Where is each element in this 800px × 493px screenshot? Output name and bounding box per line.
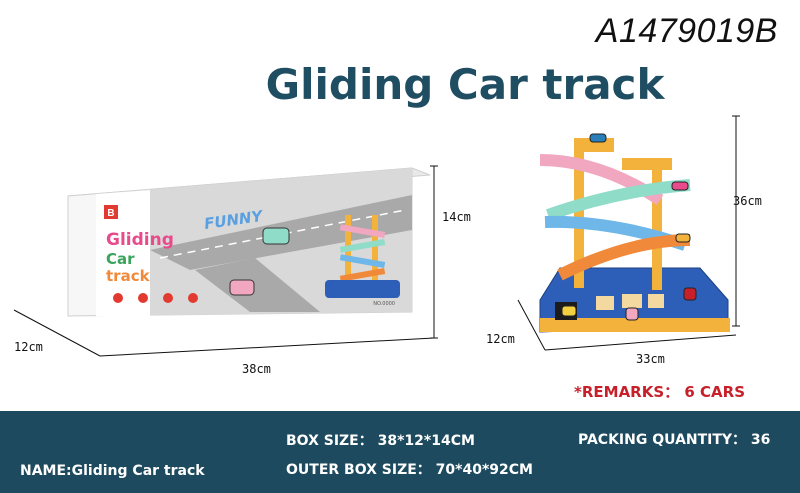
feature-icon <box>138 293 148 303</box>
feature-icon <box>113 293 123 303</box>
dim-label-product-depth: 12cm <box>486 332 515 346</box>
footer-box-size: BOX SIZE： 38*12*14CM <box>286 433 475 449</box>
footer-name: NAME:Gliding Car track <box>20 463 205 479</box>
product-base-trim <box>540 318 730 332</box>
box-car-icon <box>262 227 290 245</box>
box-label-panel <box>96 190 150 316</box>
box-tower <box>372 215 378 285</box>
product-car-icon <box>671 181 689 191</box>
product-car-icon <box>625 307 639 321</box>
dim-line-product-depth <box>517 299 546 351</box>
box-text-line1: Gliding <box>106 230 174 250</box>
product-code: A1479019B <box>595 12 778 50</box>
dim-line-box-depth <box>13 309 101 357</box>
dim-label-box-length: 38cm <box>242 362 271 376</box>
brand-logo <box>104 205 118 219</box>
dim-line-box-length <box>99 337 435 357</box>
brand-letter: B <box>107 208 114 219</box>
product-car-icon <box>683 287 697 301</box>
footer-outer-box-size: OUTER BOX SIZE： 70*40*92CM <box>286 462 533 478</box>
garage-sign <box>622 294 642 308</box>
dim-line-product-length <box>544 334 737 351</box>
product-car-icon <box>675 233 691 243</box>
box-track <box>339 254 386 268</box>
box-text-line2: Car <box>106 250 135 268</box>
page-title: Gliding Car track <box>265 60 665 109</box>
product-tower-left <box>574 138 584 288</box>
box-text-line3: track <box>106 267 151 285</box>
remarks: *REMARKS： 6 CARS <box>574 383 746 401</box>
product-tower-right <box>652 160 662 290</box>
footer-bar: NAME:Gliding Car track BOX SIZE： 38*12*1… <box>0 411 800 493</box>
product-car-icon <box>589 133 607 143</box>
box-track <box>339 239 386 253</box>
dim-label-box-height: 14cm <box>442 210 471 224</box>
product-car-icon <box>561 305 577 317</box>
box-base <box>325 280 400 298</box>
feature-icon <box>163 293 173 303</box>
road-diagonal <box>195 258 320 312</box>
box-track <box>339 268 386 282</box>
track-mint <box>546 179 691 221</box>
garage-sign <box>596 296 614 310</box>
box-car-icon <box>229 279 255 296</box>
footer-packing-quantity: PACKING QUANTITY： 36 <box>578 432 771 448</box>
box-track <box>339 224 386 238</box>
dim-label-product-length: 33cm <box>636 352 665 366</box>
dim-label-product-height: 36cm <box>733 194 762 208</box>
dim-label-box-depth: 12cm <box>14 340 43 354</box>
product-tower-top <box>622 158 672 170</box>
feature-icon <box>188 293 198 303</box>
garage-sign <box>648 294 664 308</box>
box-model-no: NO.0000 <box>373 301 395 307</box>
